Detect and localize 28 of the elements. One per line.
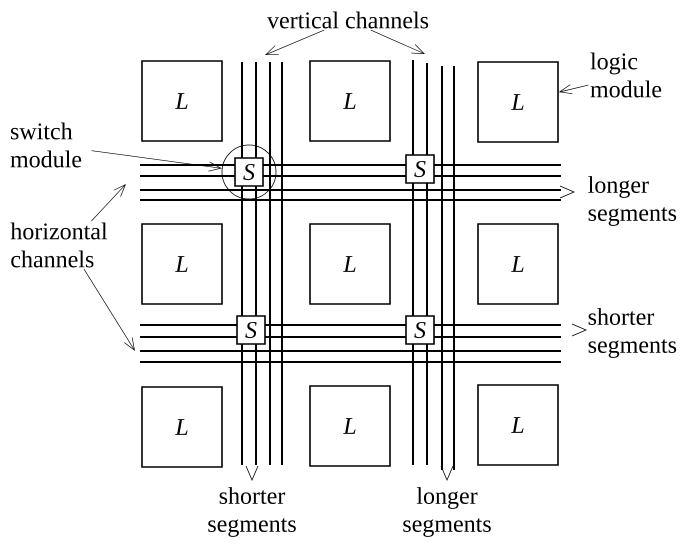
leader-arrow: [91, 150, 222, 172]
logic-module-box: L: [309, 60, 391, 142]
leader-arrow: [84, 268, 135, 351]
logic-module-box: L: [477, 384, 559, 466]
leader-arrow: [265, 30, 325, 55]
callout-text: horizontal channels: [10, 222, 108, 268]
logic-module-box: L: [141, 223, 223, 305]
logic-module-box: L: [309, 385, 391, 467]
switch-box: S: [405, 315, 435, 345]
logic-module-box: L: [309, 223, 391, 305]
switch-box: S: [405, 154, 435, 184]
callout-text: vertical channels: [267, 12, 428, 28]
segment-label: shorter segments: [588, 308, 676, 358]
callout-text: logic module: [590, 52, 662, 98]
leader-arrow: [558, 84, 589, 94]
logic-module-box: L: [141, 60, 223, 142]
logic-module-box: L: [141, 386, 223, 468]
logic-module-box: L: [477, 223, 559, 305]
segment-label: shorter segments: [208, 487, 296, 537]
segment-label: longer segments: [403, 487, 491, 537]
leader-arrow: [91, 184, 126, 222]
switch-box: S: [234, 157, 264, 187]
leader-arrow: [370, 30, 425, 54]
switch-box: S: [236, 315, 266, 345]
highlight-circle: [222, 144, 276, 200]
callout-text: switch module: [10, 122, 82, 168]
segment-label: longer segments: [588, 176, 676, 226]
logic-module-box: L: [477, 61, 559, 143]
